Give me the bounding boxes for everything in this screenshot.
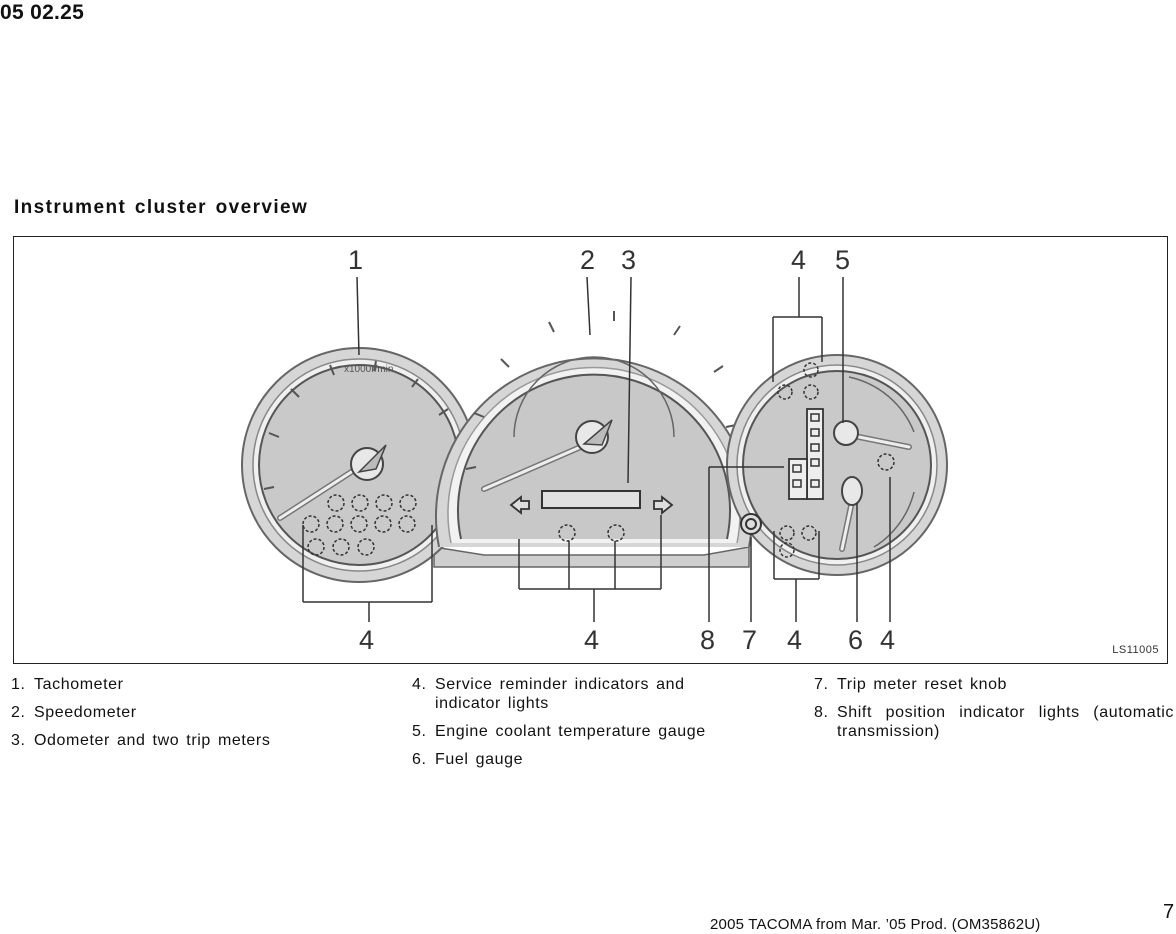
legend-item: 2. Speedometer	[11, 703, 371, 722]
callout-1: 1	[348, 245, 363, 275]
callout-4-right-top: 4	[791, 245, 806, 275]
legend-item: 6. Fuel gauge	[412, 750, 752, 769]
speedometer-dial	[435, 311, 753, 548]
print-date: 05 02.25	[0, 1, 85, 24]
legend-number: 5.	[412, 723, 427, 740]
legend-item: 3. Odometer and two trip meters	[11, 731, 371, 750]
right-gauge-dial	[726, 354, 948, 576]
svg-text:x1000r/min: x1000r/min	[344, 364, 393, 375]
instrument-cluster-illustration: x1000r/min	[241, 245, 948, 655]
legend-item: 4. Service reminder indicators and indic…	[412, 675, 752, 713]
callout-4-speedometer: 4	[584, 625, 599, 655]
figure-code: LS11005	[1112, 644, 1159, 656]
callout-8: 8	[700, 625, 715, 655]
legend-text: Tachometer	[34, 676, 124, 693]
section-title: Instrument cluster overview	[14, 197, 309, 218]
legend-number: 2.	[11, 704, 26, 721]
callout-6: 6	[848, 625, 863, 655]
legend-number: 7.	[814, 676, 829, 693]
legend-text: Odometer and two trip meters	[34, 732, 271, 749]
legend-number: 6.	[412, 751, 427, 768]
legend-column-3: 7. Trip meter reset knob 8. Shift positi…	[814, 675, 1174, 750]
callout-7: 7	[742, 625, 757, 655]
instrument-cluster-figure: x1000r/min	[13, 236, 1168, 664]
callout-2: 2	[580, 245, 595, 275]
legend-number: 8.	[814, 704, 829, 721]
legend-text: Shift position indicator lights (automat…	[837, 704, 1174, 740]
callout-4-tachometer: 4	[359, 625, 374, 655]
legend-text: Service reminder indicators and indicato…	[435, 676, 685, 712]
legend-text: Speedometer	[34, 704, 137, 721]
legend-number: 3.	[11, 732, 26, 749]
legend-item: 8. Shift position indicator lights (auto…	[814, 703, 1174, 741]
document-footer: 2005 TACOMA from Mar. ’05 Prod. (OM35862…	[710, 916, 1041, 933]
legend-text: Fuel gauge	[435, 751, 524, 768]
callout-5: 5	[835, 245, 850, 275]
legend-item: 5. Engine coolant temperature gauge	[412, 722, 752, 741]
legend-column-1: 1. Tachometer 2. Speedometer 3. Odometer…	[11, 675, 371, 759]
legend-item: 1. Tachometer	[11, 675, 371, 694]
legend-number: 1.	[11, 676, 26, 693]
page-number: 7	[1163, 901, 1175, 923]
legend-item: 7. Trip meter reset knob	[814, 675, 1174, 694]
callout-4-right-bottom: 4	[787, 625, 802, 655]
legend-column-2: 4. Service reminder indicators and indic…	[412, 675, 752, 778]
tachometer-dial: x1000r/min	[241, 347, 477, 583]
legend-number: 4.	[412, 676, 427, 693]
legend-text: Engine coolant temperature gauge	[435, 723, 706, 740]
legend-text: Trip meter reset knob	[837, 676, 1008, 693]
callout-4-right-side: 4	[880, 625, 895, 655]
callout-3: 3	[621, 245, 636, 275]
